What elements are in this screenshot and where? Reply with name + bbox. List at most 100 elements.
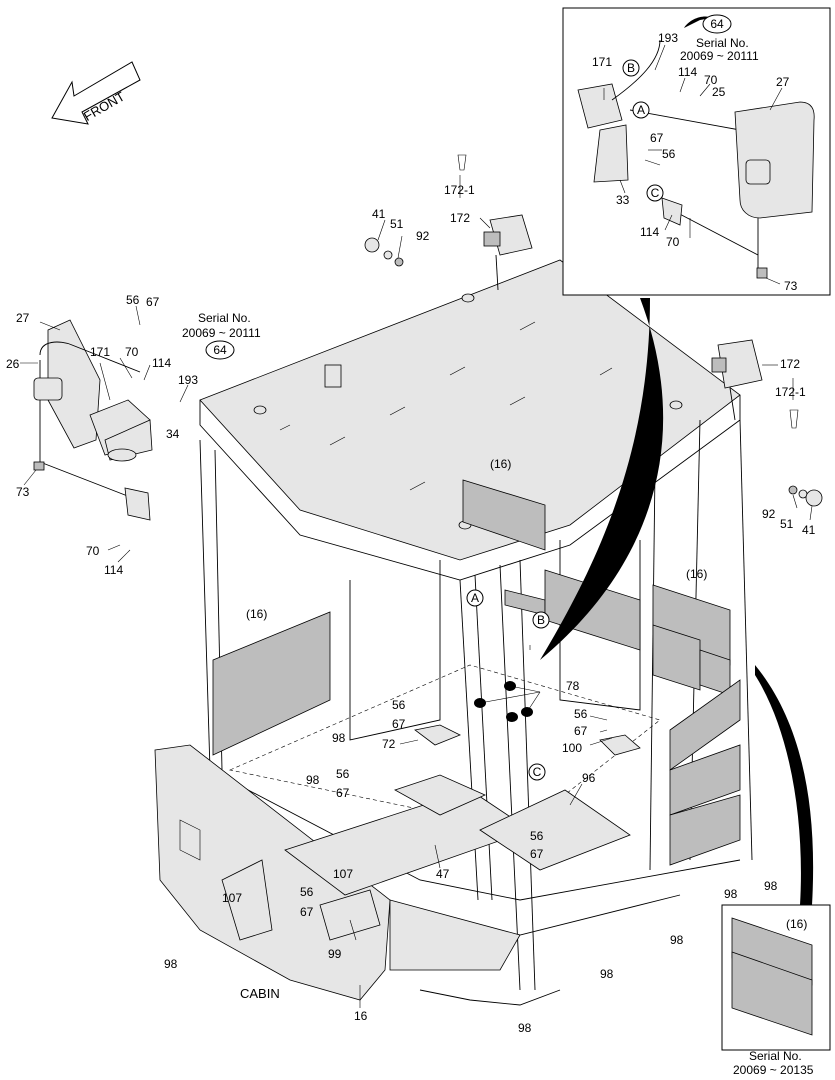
- callout-41: 41: [802, 523, 816, 537]
- callout-114: 114: [104, 563, 123, 577]
- callout-56: 56: [574, 707, 588, 721]
- leader-band-bottom: [755, 665, 814, 905]
- callout-51: 51: [780, 517, 794, 531]
- inset-callout-56: 56: [662, 147, 676, 161]
- callout-98: 98: [764, 879, 778, 893]
- callout-67: 67: [392, 717, 406, 731]
- callout-98: 98: [164, 957, 178, 971]
- callout-16: (16): [246, 607, 267, 621]
- callout-51: 51: [390, 217, 404, 231]
- callout-56: 56: [126, 293, 140, 307]
- callout-172: 172: [450, 211, 470, 225]
- callout-114: 114: [152, 356, 171, 370]
- callout-78: 78: [566, 679, 580, 693]
- callout-72: 72: [382, 737, 396, 751]
- callout-73: 73: [16, 485, 30, 499]
- callout-34: 34: [166, 427, 180, 441]
- svg-text:64: 64: [213, 343, 227, 357]
- callout-56: 56: [392, 698, 406, 712]
- insulation-pads: [212, 479, 741, 866]
- inset-callout-67: 67: [650, 131, 664, 145]
- callout-67: 67: [574, 724, 588, 738]
- callout-98: 98: [670, 933, 684, 947]
- leader-lines: [20, 44, 813, 1008]
- callout-193: 193: [178, 373, 198, 387]
- cabin-label: CABIN: [240, 986, 280, 1001]
- callout-41: 41: [372, 207, 386, 221]
- callout-67: 67: [336, 786, 350, 800]
- callout-70: 70: [125, 345, 139, 359]
- inset-callout-70: 70: [666, 235, 680, 249]
- callout-98: 98: [518, 1021, 532, 1035]
- callout-56: 56: [336, 767, 350, 781]
- serial-inset: Serial No.: [696, 36, 749, 50]
- serial-bottom: Serial No.: [749, 1049, 802, 1063]
- callout-98: 98: [306, 773, 320, 787]
- svg-text:C: C: [651, 186, 660, 200]
- right-work-light: [711, 339, 823, 507]
- callout-172-1: 172-1: [775, 385, 806, 399]
- marker-b-main: B: [532, 611, 550, 629]
- callout-26: 26: [6, 357, 20, 371]
- svg-text:B: B: [627, 61, 635, 75]
- bottom-inset-detail: [721, 904, 831, 1051]
- cabin-frame: [154, 259, 753, 1006]
- serial-left-range: 20069 ~ 20111: [182, 326, 261, 340]
- callout-99: 99: [328, 947, 342, 961]
- inset-callout-33: 33: [616, 193, 630, 207]
- callout-98: 98: [724, 887, 738, 901]
- callout-100: 100: [562, 741, 582, 755]
- svg-text:A: A: [471, 591, 479, 605]
- inset-callout-114: 114: [640, 225, 659, 239]
- callout-67: 67: [300, 905, 314, 919]
- callout-47: 47: [436, 867, 450, 881]
- marker-b-inset: B: [622, 59, 640, 77]
- inset-callout-114: 114: [678, 65, 697, 79]
- callout-56: 56: [530, 829, 544, 843]
- inset-callout-73: 73: [784, 279, 798, 293]
- marker-a-inset: A: [632, 101, 650, 119]
- serial-left: Serial No.: [198, 311, 251, 325]
- serial-inset-range: 20069 ~ 20111: [680, 49, 759, 63]
- front-arrow: FRONT: [51, 61, 141, 125]
- callout-172: 172: [780, 357, 800, 371]
- marker-a-main: A: [466, 589, 484, 607]
- svg-text:64: 64: [710, 17, 724, 31]
- callout-16: 16: [354, 1009, 368, 1023]
- left-mirror-assembly: [33, 319, 153, 521]
- callout-98: 98: [600, 967, 614, 981]
- callout-96: 96: [582, 771, 596, 785]
- leader-band-inset: [540, 298, 664, 660]
- inset-callout-70: 70: [704, 73, 718, 87]
- callout-98: 98: [332, 731, 346, 745]
- callout-107: 107: [222, 891, 242, 905]
- callout-70: 70: [86, 544, 100, 558]
- marker-c-inset: C: [646, 184, 664, 202]
- callout-16: (16): [490, 457, 511, 471]
- callout-107: 107: [333, 867, 353, 881]
- callout-67: 67: [530, 847, 544, 861]
- ref-oval-64-main: 64: [205, 340, 235, 360]
- marker-c-main: C: [528, 763, 546, 781]
- inset-detail: [562, 7, 831, 296]
- inset-callout-25: 25: [712, 85, 726, 99]
- bottom-inset-callout-16: (16): [786, 917, 807, 931]
- callout-92: 92: [416, 229, 430, 243]
- top-work-light: [364, 154, 533, 291]
- callout-172-1: 172-1: [444, 183, 475, 197]
- inset-callout-27: 27: [776, 75, 790, 89]
- callout-67: 67: [146, 295, 160, 309]
- callout-16: (16): [686, 567, 707, 581]
- serial-bottom-range: 20069 ~ 20135: [733, 1063, 814, 1077]
- ref-oval-64-inset: 64: [702, 14, 732, 34]
- svg-text:C: C: [533, 765, 542, 779]
- inset-callout-171: 171: [592, 55, 612, 69]
- svg-text:B: B: [537, 613, 545, 627]
- callout-92: 92: [762, 507, 776, 521]
- callout-171: 171: [90, 345, 110, 359]
- callout-27: 27: [16, 311, 30, 325]
- callout-56: 56: [300, 885, 314, 899]
- svg-text:A: A: [637, 103, 645, 117]
- inset-callout-193: 193: [658, 31, 678, 45]
